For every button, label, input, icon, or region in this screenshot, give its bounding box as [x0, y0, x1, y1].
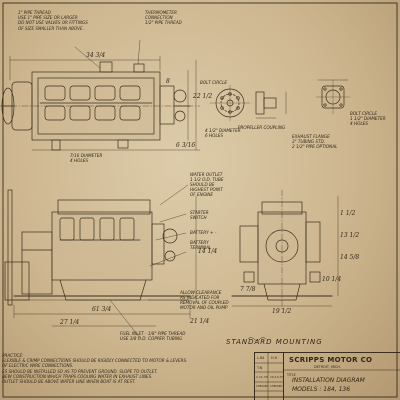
dim-top-c: 6 3/16	[176, 142, 196, 149]
dim-side-base: 27 1/4	[60, 319, 80, 326]
engine-front-view	[231, 189, 339, 311]
prop-bolt-circle-label: BOLT CIRCLE	[200, 80, 228, 85]
dim-v-c: 14 5/8	[340, 254, 360, 261]
exhaust-bolt-circle-label: BOLT CIRCLE 1 1/2" DIAMETER 4 HOLES	[350, 111, 386, 126]
mount-holes-note: 7/16 DIAMETER 4 HOLES	[70, 153, 103, 163]
thermometer-note: THERMOMETER CONNECTION 1/2" PIPE THREAD	[145, 10, 182, 26]
propeller-coupling-label: PROPELLER COUPLING	[238, 125, 286, 130]
dim-v-b: 13 1/2	[340, 232, 360, 239]
clearance-note: ALLOW CLEARANCE AS INDICATED FOR REMOVAL…	[180, 290, 229, 310]
revision-table: L.84 H.H T.N 1-11-33 10-13-33 CHECKED CH…	[254, 352, 284, 400]
dim-v-a: 1 1/2	[340, 210, 356, 217]
table-cell: H.H	[271, 356, 278, 360]
dim-top-a: 22 1/2	[193, 93, 213, 100]
engine-top-view	[0, 39, 201, 151]
prop-diameter-label: 4 1/2" DIAMETER 6 HOLES	[205, 128, 241, 138]
dim-front-width: 19 1/2	[272, 308, 292, 315]
exhaust-flange-label: EXHAUST FLANGE 3" TUBING STD. 2 1/2" PIP…	[292, 134, 338, 149]
signature-mark	[247, 337, 267, 341]
standard-mounting-caption: STANDARD MOUNTING	[226, 338, 323, 346]
drawing-title: INSTALLATION DIAGRAM	[292, 377, 365, 384]
table-cell: T.N	[257, 366, 263, 370]
dim-side-height: 14 1/4	[198, 248, 218, 255]
table-cell: 10-13-33	[270, 375, 284, 379]
dim-side-right: 21 1/4	[190, 318, 210, 325]
battery-plus-label: BATTERY + -	[190, 230, 217, 235]
company-name: SCRIPPS MOTOR CO	[289, 356, 373, 364]
exhaust-flange-drawing	[315, 79, 351, 115]
title-label: TITLE	[287, 373, 296, 377]
company-city: DETROIT, MICH.	[314, 365, 341, 369]
water-outlet-label: WATER OUTLET 1 1/2 O.D. TUBE SHOULD BE H…	[190, 172, 224, 197]
table-cell: 1-11-33	[256, 375, 268, 379]
dim-top-width: 34 3/4	[86, 52, 106, 59]
table-cell: L.84	[257, 356, 265, 360]
drawing-models: MODELS : 184, 136	[292, 386, 351, 393]
pipe-notes: 1" PIPE THREAD USE 1" PIPE SIZE OR LARGE…	[18, 10, 88, 31]
fuel-inlet-note: FUEL INLET - 1/8" PIPE THREAD USE 3/8 O.…	[120, 331, 186, 341]
practice-notes: PRACTICE: FLEXIBLE & CRIMP CONNECTIONS S…	[2, 353, 188, 385]
dim-front-low: 10 1/4	[322, 276, 342, 283]
propeller-coupling-drawing	[209, 84, 287, 122]
battery-terminal-label: BATTERY TERMINAL	[190, 240, 212, 250]
dim-top-b: 8	[166, 78, 170, 85]
dim-side-overall: 61 3/4	[92, 306, 112, 313]
title-block: SCRIPPS MOTOR CO DETROIT, MICH. TITLE IN…	[283, 352, 400, 400]
starter-switch-label: STARTER SWITCH	[190, 210, 209, 220]
table-cell: CHECKED	[270, 385, 283, 388]
table-cell: CHECKED	[256, 385, 269, 388]
dim-front-half: 7 7/8	[240, 286, 256, 293]
engine-side-view	[4, 184, 197, 339]
